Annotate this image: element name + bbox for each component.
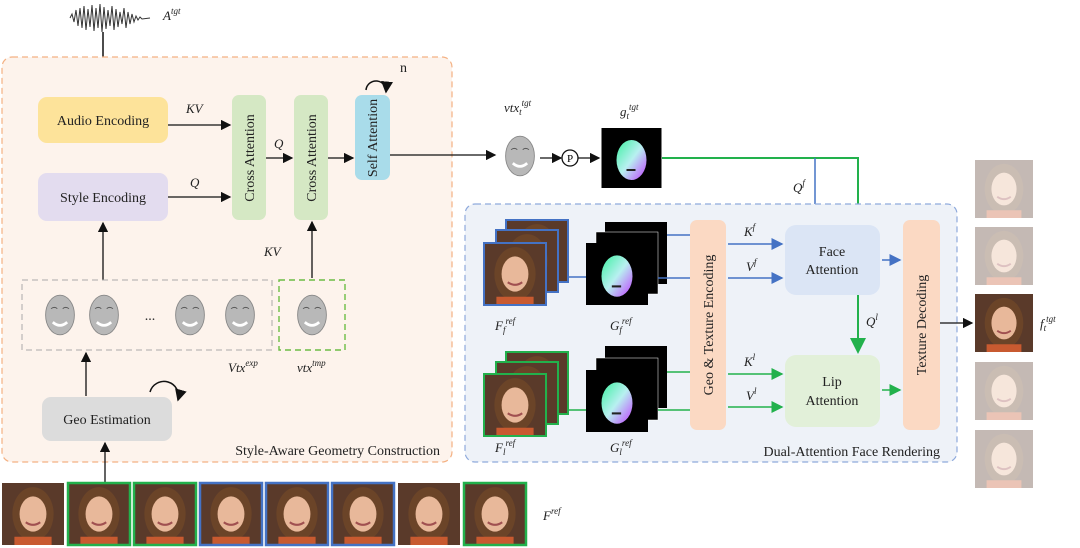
audio-input-label: Atgt [162, 6, 181, 23]
K-f-label: Kf [743, 222, 757, 239]
lip-reference-stack [483, 351, 569, 437]
V-l-label: Vl [746, 386, 757, 403]
texture-decoding-label: Texture Decoding [915, 275, 930, 375]
reference-frame [2, 483, 64, 545]
reference-frame [332, 483, 394, 545]
reference-frame-border [66, 481, 132, 547]
lip-attention-label: Attention [806, 394, 859, 409]
mesh-icon [174, 293, 206, 337]
reference-frame-border [198, 481, 264, 547]
G-f-label: Gfref [610, 316, 633, 335]
face-geometry-stack [586, 222, 667, 305]
cross-attention-2-label: Cross Attention [305, 114, 320, 202]
mesh-icon [224, 293, 256, 337]
kv-template-label: KV [263, 244, 283, 259]
rendering-module-title: Dual-Attention Face Rendering [763, 445, 940, 460]
reference-frame [464, 483, 526, 545]
K-l-label: Kl [743, 352, 756, 369]
loop-arrow-icon [365, 80, 393, 94]
kv-audio-label: KV [185, 101, 205, 116]
face-attention-label: Attention [806, 263, 859, 278]
vtx-target-label: vtxttgt [504, 98, 532, 117]
Q-l-label: Ql [866, 312, 878, 329]
reference-frame-border [462, 481, 528, 547]
q-between-label: Q [274, 136, 284, 151]
ellipsis: ... [145, 309, 156, 324]
reference-frame [200, 483, 262, 545]
template-mesh-icon [296, 293, 328, 337]
projection-label: P [567, 153, 573, 165]
geometry-module-title: Style-Aware Geometry Construction [235, 444, 440, 459]
reference-frames-label: Fref [542, 506, 562, 523]
reference-frame-border [330, 481, 396, 547]
style-encoding-block [38, 173, 168, 221]
vtx-tmp-label: vtxtmp [297, 358, 326, 375]
g-target-label: gttgt [620, 102, 639, 121]
face-reference-stack [483, 219, 569, 306]
expression-mesh-group [21, 279, 273, 351]
geo-texture-encoding-label: Geo & Texture Encoding [702, 255, 717, 396]
reference-frame [134, 483, 196, 545]
face-attention-block [785, 225, 880, 295]
q-style-label: Q [190, 175, 200, 190]
mesh-icon [88, 293, 120, 337]
lip-attention-block [785, 355, 880, 427]
lip-geometry-stack [586, 346, 667, 432]
cross-attention-1-label: Cross Attention [243, 114, 258, 202]
style-encoding-label: Style Encoding [60, 191, 146, 206]
output-frames [975, 158, 1033, 490]
self-attention-label: Self Attention [366, 99, 381, 177]
q-face-label: Qf [793, 178, 806, 195]
reference-frame [266, 483, 328, 545]
output-label: fttgt [1040, 314, 1056, 333]
geo-texture-encoding-block [690, 220, 726, 430]
face-attention-label: Face [819, 245, 845, 260]
target-uv-map [601, 128, 662, 188]
vtx-exp-label: Vtxexp [228, 358, 258, 375]
geo-estimation-label: Geo Estimation [63, 413, 151, 428]
audio-encoding-block [38, 97, 168, 143]
reference-frame-border [132, 481, 198, 547]
cross-attention-block-1 [232, 95, 266, 220]
mesh-icon [44, 293, 76, 337]
reference-frame [398, 483, 460, 545]
template-mesh-group [278, 279, 346, 351]
audio-waveform-icon [69, 3, 151, 33]
lip-attention-label: Lip [822, 375, 841, 390]
texture-decoding-block [903, 220, 940, 430]
geo-estimation-block [42, 397, 172, 441]
reference-frame-border [264, 481, 330, 547]
self-attention-block [355, 95, 390, 180]
target-mesh-icon [503, 134, 537, 178]
reference-frame [68, 483, 130, 545]
V-f-label: Vf [746, 257, 758, 274]
output-frame [975, 292, 1033, 354]
loop-count-label: n [400, 61, 407, 76]
audio-encoding-label: Audio Encoding [57, 114, 149, 129]
reference-frames [2, 481, 528, 547]
cross-attention-block-2 [294, 95, 328, 220]
F-f-label: Ffref [494, 316, 517, 335]
G-l-label: Glref [610, 438, 633, 457]
F-l-label: Flref [494, 438, 517, 457]
loop-arrow-icon [149, 380, 187, 402]
